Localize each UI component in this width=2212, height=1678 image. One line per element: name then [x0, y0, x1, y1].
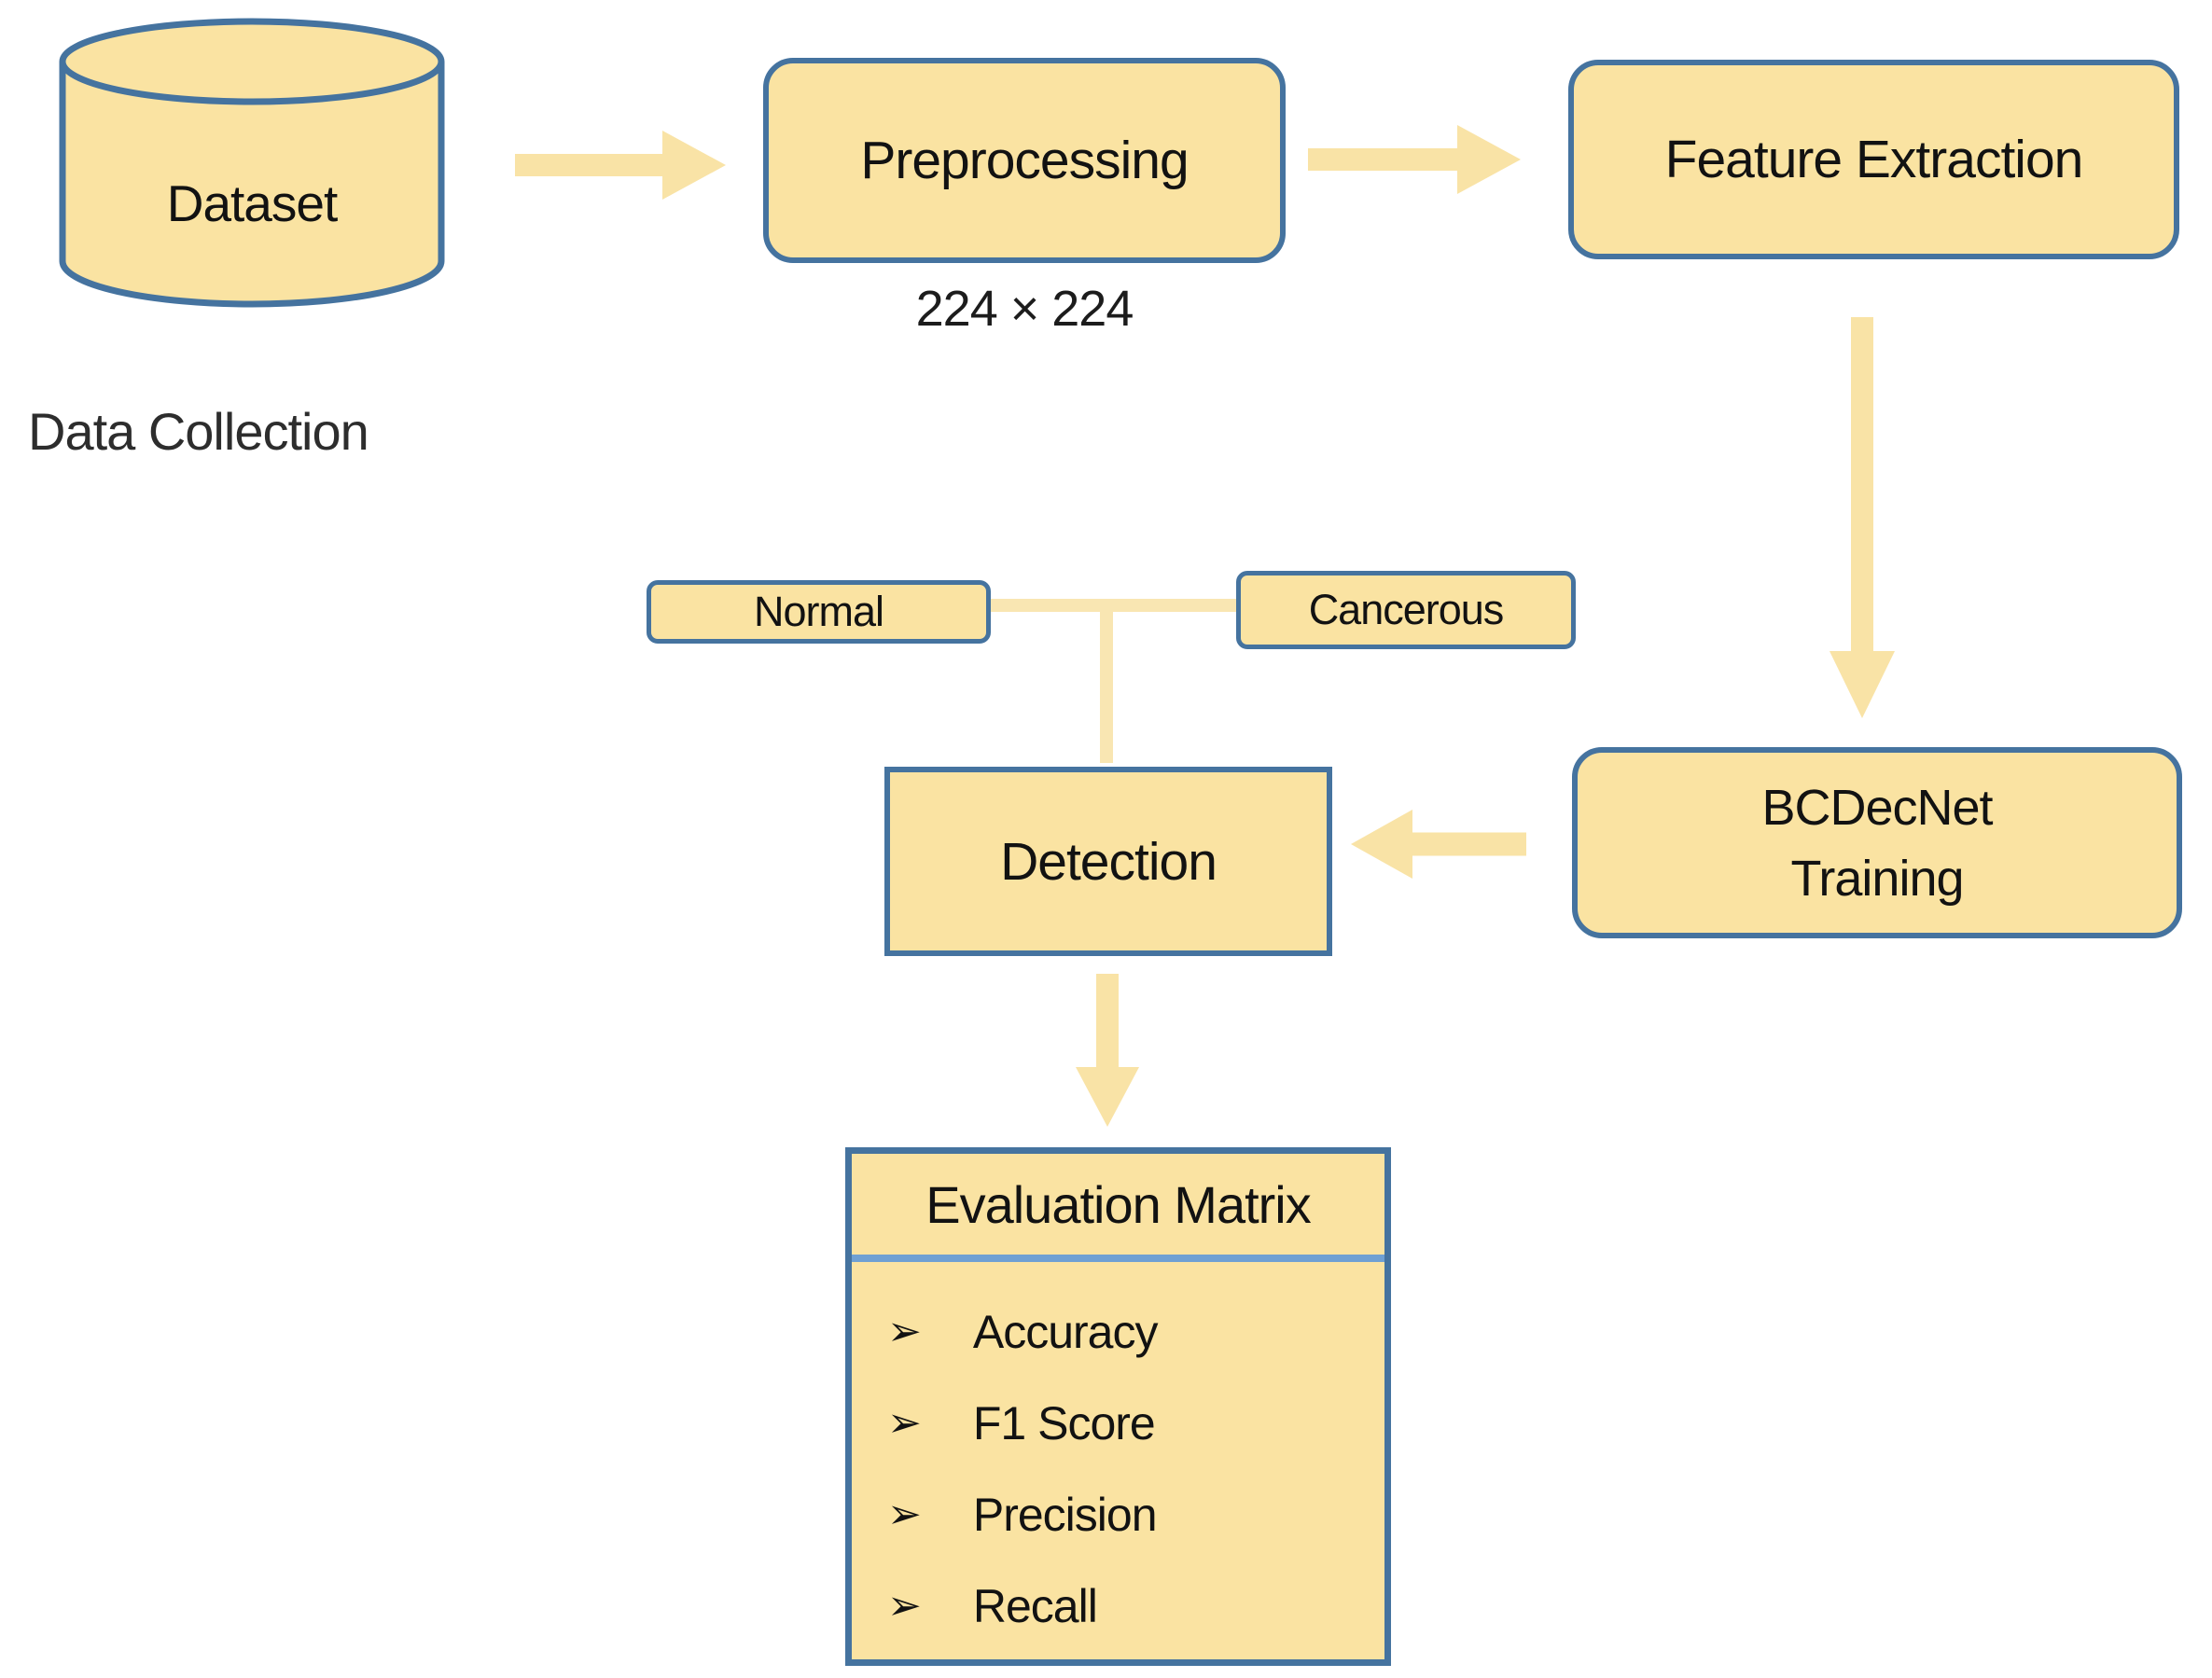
arrowhead-bullet-icon: ➢	[887, 1583, 922, 1629]
node-detection: Detection	[884, 767, 1332, 956]
arrow-head	[1457, 125, 1521, 194]
connector-line-horizontal	[991, 599, 1236, 612]
arrow-shaft	[1411, 832, 1526, 856]
data-collection-caption: Data Collection	[28, 402, 369, 461]
preprocessing-label: Preprocessing	[860, 131, 1189, 190]
list-item: ➢ Precision	[887, 1488, 1384, 1542]
node-normal: Normal	[647, 580, 991, 644]
connector-line-vertical	[1100, 599, 1113, 763]
feature-extraction-label: Feature Extraction	[1664, 130, 2084, 189]
flow-arrow-down-icon	[1076, 974, 1139, 1127]
arrow-shaft	[1096, 974, 1119, 1067]
flow-arrow-down-icon	[1829, 317, 1895, 718]
evaluation-metric-list: ➢ Accuracy ➢ F1 Score ➢ Precision ➢ Reca…	[852, 1262, 1384, 1633]
list-item: ➢ Accuracy	[887, 1305, 1384, 1359]
arrow-shaft	[1308, 148, 1461, 171]
metric-label: Accuracy	[972, 1306, 1159, 1358]
bcdecnet-label-line2: Training	[1790, 850, 1964, 907]
metric-label: Precision	[972, 1489, 1158, 1541]
list-item: ➢ F1 Score	[887, 1396, 1384, 1450]
node-cancerous: Cancerous	[1236, 571, 1576, 649]
list-item: ➢ Recall	[887, 1579, 1384, 1633]
node-preprocessing: Preprocessing	[763, 58, 1286, 263]
flow-arrow-left-icon	[1351, 810, 1526, 879]
preprocessing-size-note: 224 × 224	[915, 281, 1134, 337]
metric-label: F1 Score	[972, 1397, 1156, 1449]
flow-arrow-right-icon	[515, 131, 726, 200]
flow-arrow-right-icon	[1308, 125, 1521, 194]
normal-label: Normal	[753, 588, 884, 635]
node-dataset: Dataset	[56, 15, 448, 312]
metric-label: Recall	[972, 1580, 1098, 1632]
database-cylinder-icon	[59, 18, 445, 308]
node-bcdecnet-training: BCDecNet Training	[1572, 747, 2182, 938]
arrowhead-bullet-icon: ➢	[887, 1400, 922, 1446]
arrowhead-bullet-icon: ➢	[887, 1309, 922, 1354]
evaluation-matrix-title: Evaluation Matrix	[925, 1174, 1312, 1234]
arrow-shaft	[1851, 317, 1873, 653]
bcdecnet-label-line1: BCDecNet	[1761, 779, 1993, 836]
dataset-label: Dataset	[166, 174, 339, 232]
node-feature-extraction: Feature Extraction	[1568, 60, 2179, 259]
detection-label: Detection	[1000, 831, 1217, 892]
arrow-shaft	[515, 154, 664, 176]
divider	[852, 1255, 1384, 1262]
arrow-head	[1351, 810, 1412, 879]
cancerous-label: Cancerous	[1308, 586, 1505, 633]
node-evaluation-matrix: Evaluation Matrix ➢ Accuracy ➢ F1 Score …	[845, 1147, 1391, 1666]
arrowhead-bullet-icon: ➢	[887, 1491, 922, 1537]
arrow-head	[1829, 651, 1895, 718]
arrow-head	[1076, 1067, 1139, 1127]
arrow-head	[662, 131, 726, 200]
